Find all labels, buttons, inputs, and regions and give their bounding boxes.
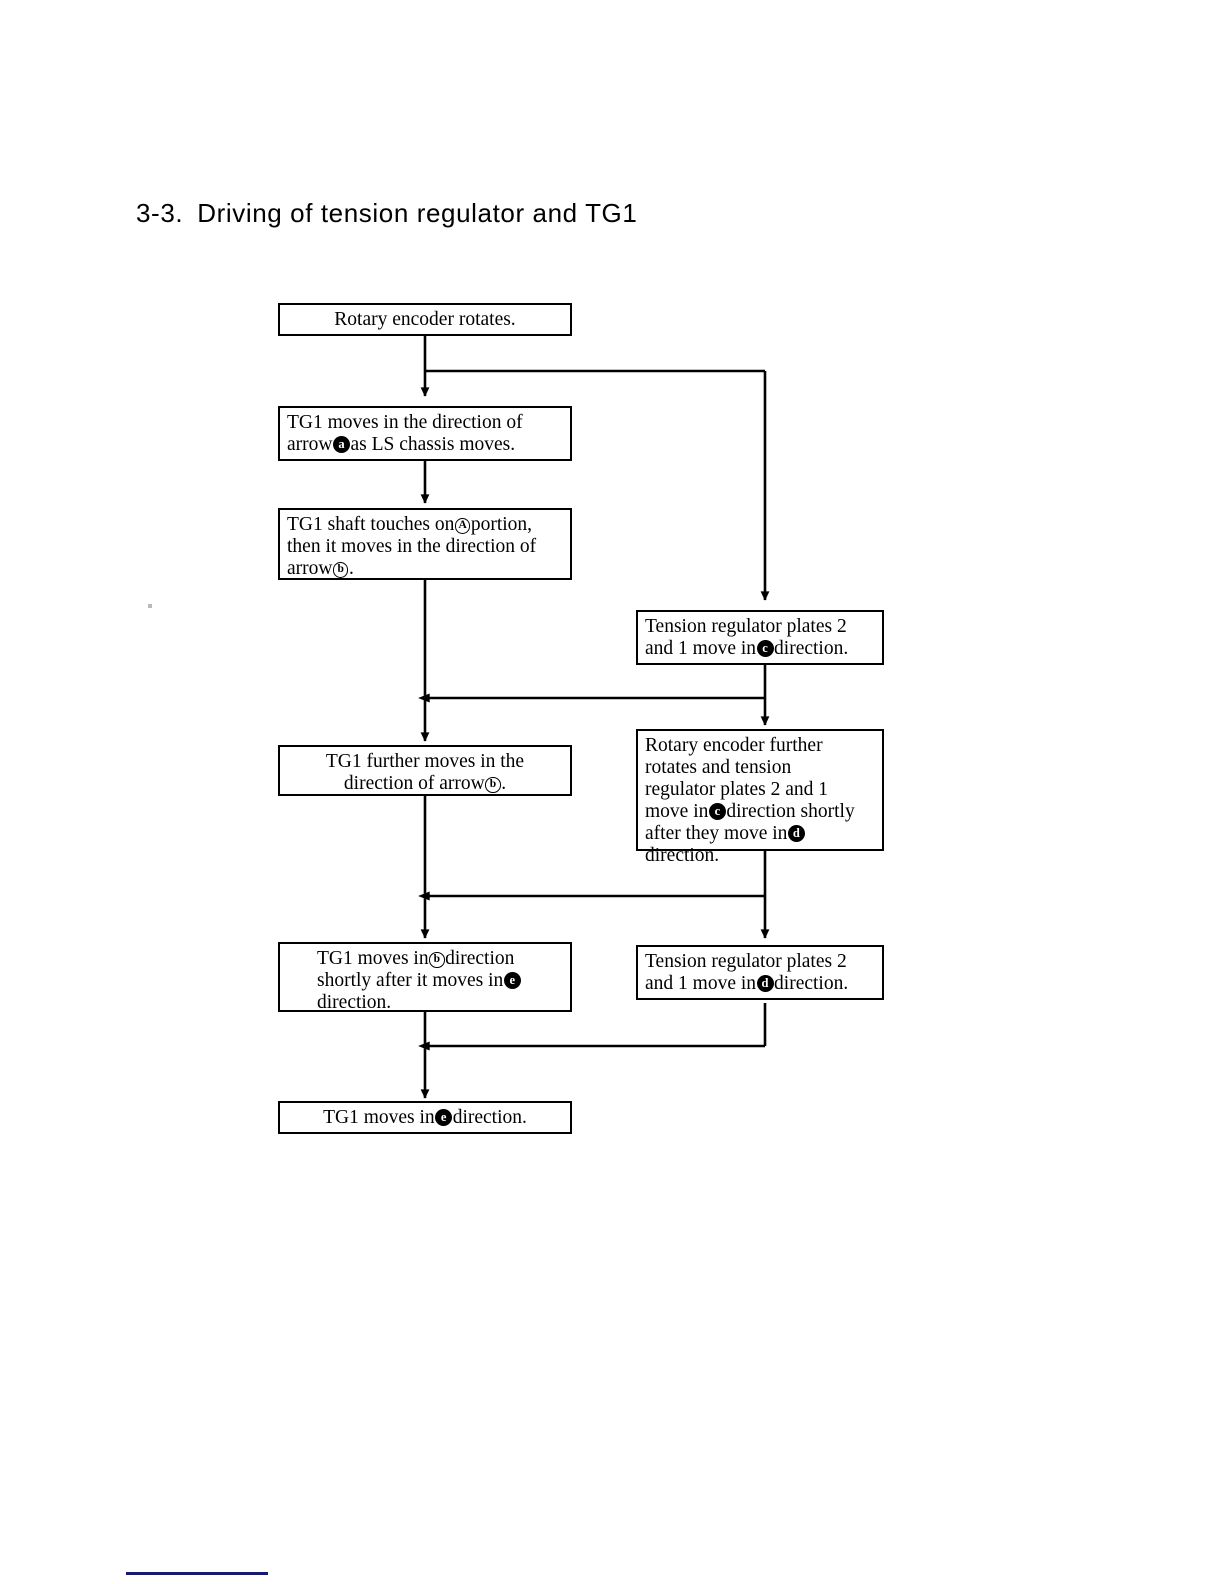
circled-letter-d-icon: d	[756, 975, 774, 993]
node-line: regulator plates 2 and 1	[645, 779, 829, 801]
circled-letter-a-icon: a	[332, 436, 350, 454]
flow-node-rotary-encoder-further-rotates[interactable]: Rotary encoder further rotates and tensi…	[636, 729, 884, 866]
page-title-text: Driving of tension regulator and TG1	[197, 198, 638, 228]
bottom-rule	[126, 1572, 268, 1575]
node-line: TG1 further moves in the	[325, 751, 525, 772]
circled-letter-c-icon: c	[756, 640, 774, 658]
flow-node-tg1-further-moves-arrow-b[interactable]: TG1 further moves in the direction of ar…	[278, 745, 572, 796]
scan-artifact-speck	[148, 604, 152, 608]
node-line: Rotary encoder rotates.	[334, 309, 516, 330]
circled-letter-b-icon: b	[429, 952, 445, 968]
node-line: direction.	[645, 845, 720, 867]
flow-node-tension-regulator-plates-move-d[interactable]: Tension regulator plates 2 and 1 move in…	[636, 945, 884, 1000]
flow-node-rotary-encoder-rotates[interactable]: Rotary encoder rotates.	[278, 303, 572, 336]
circled-letter-A-icon: A	[454, 518, 471, 534]
flow-node-tension-regulator-plates-move-c[interactable]: Tension regulator plates 2 and 1 move in…	[636, 610, 884, 665]
node-line: direction.	[317, 992, 392, 1014]
node-line: then it moves in the direction of	[287, 536, 537, 558]
circled-letter-e-icon: e	[503, 972, 521, 990]
node-line: Rotary encoder further	[645, 735, 823, 756]
page-title-number: 3-3.	[136, 198, 184, 228]
node-line: Tension regulator plates 2	[645, 616, 847, 637]
node-line: Tension regulator plates 2	[645, 951, 847, 972]
circled-letter-b-icon: b	[485, 777, 501, 793]
node-line: TG1 moves in the direction of	[287, 412, 523, 433]
node-line: rotates and tension	[645, 757, 792, 779]
circled-letter-b-icon: b	[332, 562, 349, 578]
circled-letter-e-icon: e	[435, 1109, 453, 1126]
circled-letter-c-icon: c	[708, 803, 726, 821]
circled-letter-d-icon: d	[787, 825, 805, 843]
page-title: 3-3. Driving of tension regulator and TG1	[136, 198, 637, 229]
